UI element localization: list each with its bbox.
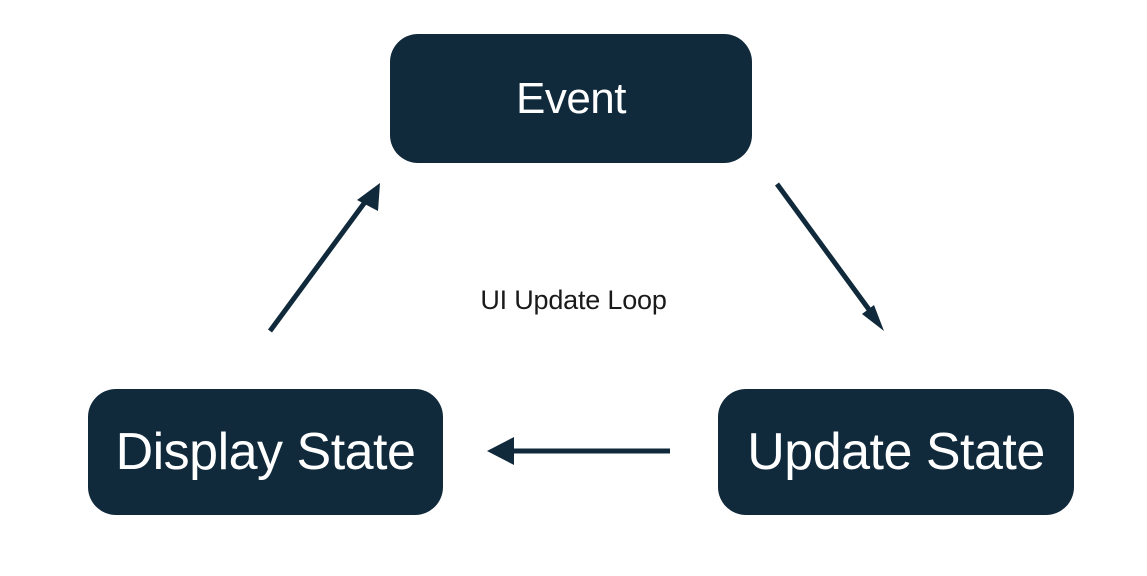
- edge-display-state-to-event: [267, 183, 380, 333]
- node-event[interactable]: Event: [390, 34, 752, 163]
- loop-center-label: UI Update Loop: [480, 285, 667, 315]
- edge-update-state-to-display-state: [487, 437, 670, 465]
- node-update-state[interactable]: Update State: [718, 389, 1074, 515]
- node-event-label: Event: [515, 73, 627, 123]
- node-display-state-label: Display State: [115, 423, 416, 481]
- node-update-state-label: Update State: [747, 423, 1045, 481]
- edge-event-to-update-state: [774, 182, 884, 331]
- node-display-state[interactable]: Display State: [88, 389, 443, 515]
